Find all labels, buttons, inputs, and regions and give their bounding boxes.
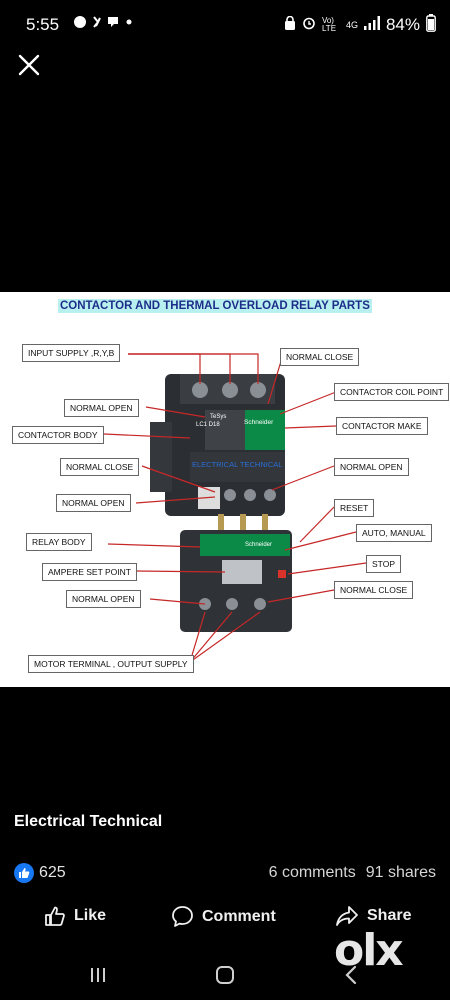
like-icon xyxy=(45,906,65,926)
close-icon xyxy=(18,54,40,76)
network-label: Vo) LTE xyxy=(321,15,337,33)
share-icon xyxy=(336,906,358,926)
home-button[interactable] xyxy=(210,963,240,987)
device-overlay: ELECTRICAL TECHNICAL xyxy=(192,460,282,469)
contactor-relay-illustration: LC1 D18 TeSys Schneider ELECTRICAL TECHN… xyxy=(103,353,367,663)
thumbs-up-icon xyxy=(14,863,34,883)
post-image[interactable]: CONTACTOR AND THERMAL OVERLOAD RELAY PAR… xyxy=(0,292,450,687)
device-series: TeSys xyxy=(210,414,226,420)
label-motor-terminal: MOTOR TERMINAL , OUTPUT SUPPLY xyxy=(28,655,194,673)
label-normal-open-1: NORMAL OPEN xyxy=(64,399,139,417)
label-stop: STOP xyxy=(366,555,401,573)
status-right: Vo) LTE 4G 84% xyxy=(284,14,436,35)
label-reset: RESET xyxy=(334,499,375,517)
home-icon xyxy=(216,966,234,984)
back-icon xyxy=(345,965,357,985)
signal-label: 4G xyxy=(345,19,358,30)
label-auto-manual: AUTO, MANUAL xyxy=(356,524,432,542)
label-relay-body: RELAY BODY xyxy=(26,533,92,551)
relay-brand: Schneider xyxy=(245,542,272,548)
diagram-title: CONTACTOR AND THERMAL OVERLOAD RELAY PAR… xyxy=(58,299,372,313)
recent-apps-button[interactable] xyxy=(83,963,113,987)
comments-count[interactable]: 6 comments xyxy=(268,864,356,881)
olx-watermark: olx xyxy=(334,925,404,976)
engagement-counts: 6 comments 91 shares xyxy=(269,864,436,882)
shares-count[interactable]: 91 shares xyxy=(365,864,436,881)
label-contactor-body: CONTACTOR BODY xyxy=(12,426,104,444)
alarm-icon xyxy=(302,16,316,33)
battery-icon xyxy=(426,14,436,35)
close-button[interactable] xyxy=(14,50,44,80)
label-normal-open-right: NORMAL OPEN xyxy=(334,458,409,476)
recent-apps-icon xyxy=(91,968,105,982)
system-navbar xyxy=(0,955,450,995)
device-brand: Schneider xyxy=(244,419,274,426)
label-ampere-set-point: AMPERE SET POINT xyxy=(42,563,137,581)
share-button[interactable]: Share xyxy=(335,905,411,927)
battery-percent: 84% xyxy=(385,14,420,34)
label-normal-open-3: NORMAL OPEN xyxy=(66,590,141,608)
back-button[interactable] xyxy=(336,963,366,987)
comment-button[interactable]: Comment xyxy=(171,905,276,928)
like-label: Like xyxy=(74,907,107,924)
notification-icons xyxy=(72,14,136,33)
like-button[interactable]: Like xyxy=(44,905,106,927)
comment-icon xyxy=(172,906,193,927)
signal-bars-icon xyxy=(363,16,380,33)
label-input-supply: INPUT SUPPLY ,R,Y,B xyxy=(22,344,121,362)
lock-icon xyxy=(284,15,296,33)
label-normal-close-bottom: NORMAL CLOSE xyxy=(334,581,414,599)
share-label: Share xyxy=(367,907,412,924)
reactions[interactable]: 625 xyxy=(14,863,66,883)
status-bar: 5:55 Vo) LTE 4G 84% xyxy=(0,0,450,46)
label-contactor-coil-point: CONTACTOR COIL POINT xyxy=(334,383,450,401)
device-model: LC1 D18 xyxy=(196,422,220,428)
reaction-count: 625 xyxy=(39,864,66,881)
post-author[interactable]: Electrical Technical xyxy=(14,813,163,830)
label-normal-close-top: NORMAL CLOSE xyxy=(280,348,360,366)
label-normal-open-2: NORMAL OPEN xyxy=(56,494,131,512)
status-time: 5:55 xyxy=(26,15,60,34)
post-actions: Like Comment Share xyxy=(0,903,450,933)
label-contactor-make: CONTACTOR MAKE xyxy=(336,417,428,435)
comment-label: Comment xyxy=(202,907,276,925)
label-normal-close-mid: NORMAL CLOSE xyxy=(60,458,140,476)
